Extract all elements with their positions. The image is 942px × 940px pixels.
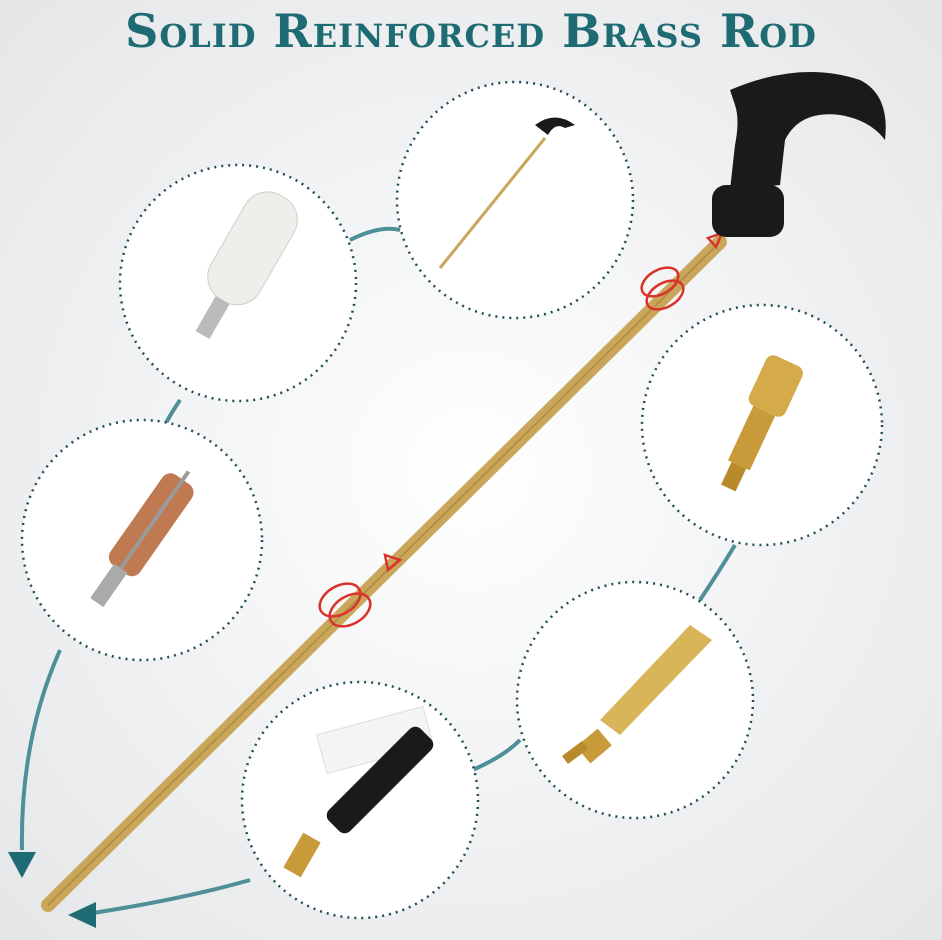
brass-rod [41,235,727,912]
page-title: Solid Reinforced Brass Rod [125,4,817,58]
arrow-marks [318,230,725,628]
arrow-down-icon [8,852,36,878]
jag-icon [721,355,803,492]
nylon-brush-icon [283,705,434,878]
bronze-brush-icon [90,470,194,608]
arrow-left-icon [68,902,96,928]
slotted-tip-icon [562,625,712,764]
connector-lines [19,226,737,917]
mop-icon [195,191,298,339]
rod-icon [438,117,575,269]
t-handle [712,72,886,237]
rod-circle [395,80,635,320]
